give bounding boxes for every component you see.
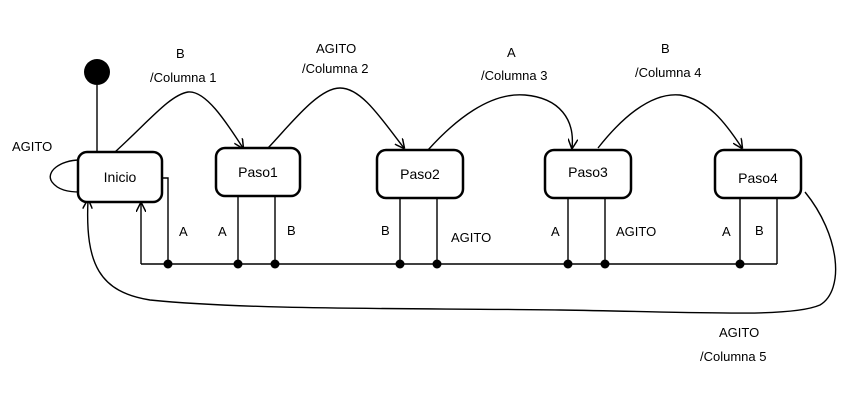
state-paso2[interactable]: Paso2 <box>375 148 465 200</box>
reset-label: AGITO <box>451 230 491 245</box>
reset-label: A <box>218 224 227 239</box>
edge-paso3-paso4 <box>597 94 742 148</box>
edge-label-event: A <box>507 45 516 60</box>
state-paso4[interactable]: Paso4 <box>713 148 803 200</box>
reset-label: AGITO <box>616 224 656 239</box>
reset-label: B <box>287 223 296 238</box>
edge-label-event: B <box>176 46 185 61</box>
state-label: Paso3 <box>568 164 608 180</box>
state-label: Paso1 <box>238 164 278 180</box>
state-paso3[interactable]: Paso3 <box>543 148 633 200</box>
edge-paso2-paso3 <box>427 94 572 151</box>
junction-dot <box>270 259 280 269</box>
reset-label: A <box>179 224 188 239</box>
edge-label-event: AGITO <box>12 139 52 154</box>
edge-label-action: /Columna 5 <box>700 349 766 364</box>
edge-label-action: /Columna 3 <box>481 68 547 83</box>
state-paso1[interactable]: Paso1 <box>214 146 302 198</box>
edge-label-action: /Columna 1 <box>150 70 216 85</box>
state-label: Paso4 <box>738 170 778 186</box>
state-label: Paso2 <box>400 166 440 182</box>
junction-dot <box>233 259 243 269</box>
junction-dot <box>735 259 745 269</box>
reset-label: A <box>722 224 731 239</box>
bus-inicio-right <box>162 177 169 264</box>
junction-dot <box>432 259 442 269</box>
edge-inicio-paso1 <box>114 91 243 153</box>
reset-label: B <box>755 223 764 238</box>
initial-state-dot <box>84 59 110 85</box>
edge-label-event: B <box>661 41 670 56</box>
edge-label-event: AGITO <box>719 325 759 340</box>
edge-paso1-paso2 <box>267 87 404 148</box>
junction-dot <box>563 259 573 269</box>
edge-label-event: AGITO <box>316 41 356 56</box>
junction-dot <box>395 259 405 269</box>
state-label: Inicio <box>104 169 137 185</box>
state-inicio[interactable]: Inicio <box>76 150 164 204</box>
junction-dot <box>163 259 173 269</box>
edge-label-action: /Columna 4 <box>635 65 701 80</box>
edge-paso4-inicio <box>88 191 837 314</box>
reset-label: A <box>551 224 560 239</box>
reset-label: B <box>381 223 390 238</box>
inicio-self-loop <box>49 159 81 193</box>
junction-dot <box>600 259 610 269</box>
edge-label-action: /Columna 2 <box>302 61 368 76</box>
